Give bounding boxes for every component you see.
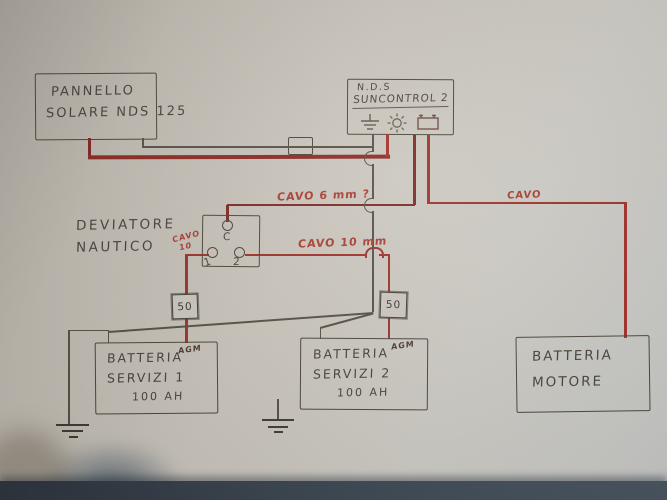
wire-panel-positive-main (87, 154, 390, 159)
wire-negative-bus-b (372, 164, 374, 198)
switch-terminal-2 (234, 247, 245, 258)
wire-ground1-drop (68, 330, 70, 425)
wire-motor-horizontal (428, 201, 626, 204)
ground2-icon (262, 419, 294, 421)
switch-terminal-common (222, 220, 233, 231)
battery1-line3: 100 AH (131, 389, 185, 404)
table-edge (0, 481, 667, 500)
ground2-icon-bar2 (268, 425, 288, 428)
switch-terminal-2-label: 2 (232, 255, 242, 269)
wire-battery1-negative-stub (107, 330, 110, 343)
battery-icon (417, 114, 439, 130)
wire-cavo10-horizontal-b (379, 253, 390, 256)
battery1-line2: SERVIZI 1 (106, 369, 186, 386)
selector-label-1: DEVIATORE (75, 216, 176, 234)
cable-label-6mm: CAVO 6 mm ? (276, 187, 371, 204)
wire-motor-drop (624, 202, 627, 338)
battery2-line2: SERVIZI 2 (312, 365, 392, 382)
wire-cavo10-horizontal-a (245, 253, 366, 256)
wire-negative-diagonal-long (107, 311, 374, 333)
wire-battery1-negative-horizontal (68, 329, 109, 332)
controller-icons (361, 113, 439, 133)
wire-controller-pv-in (386, 134, 389, 157)
battery-motor-line1: BATTERIA (531, 347, 614, 365)
ground1-icon (56, 424, 89, 426)
fuse1: 50 (171, 293, 199, 320)
wire-cavo10-hop (365, 246, 384, 258)
wire-cavo6-switch-drop (226, 205, 229, 222)
wire-cavo6-controller-drop (413, 135, 416, 205)
cable-label-battery1-b: 10 (178, 240, 193, 253)
controller-label-2: SUNCONTROL 2 (352, 91, 450, 110)
wire-terminal1-horizontal (186, 253, 209, 256)
solar-panel-label-1: PANNELLO (50, 83, 136, 100)
ground1-icon-bar3 (69, 436, 78, 438)
switch-terminal-1 (207, 247, 218, 258)
cable-label-motor: CAVO (506, 189, 542, 202)
wire-panel-negative-horizontal (142, 146, 373, 148)
wire-panel-positive-drop (87, 138, 91, 157)
ground1-icon-bar2 (62, 430, 83, 432)
wire-motor-controller-drop (427, 135, 430, 204)
wire-cavo6-horizontal (227, 203, 415, 206)
wire-negative-hop-1 (364, 151, 374, 166)
wire-battery2-negative-stub (319, 327, 322, 339)
wire-negative-bus-a (372, 134, 374, 151)
battery-motor-line2: MOTORE (531, 373, 604, 391)
controller-label-1: N.D.S (356, 81, 392, 94)
selector-label-2: NAUTICO (75, 238, 156, 256)
ground2-icon-bar3 (274, 431, 283, 433)
wire-negative-hop-2 (364, 198, 374, 213)
battery2-line3: 100 AH (336, 385, 390, 400)
switch-terminal-common-label: C (222, 230, 233, 244)
fuse2: 50 (379, 291, 408, 319)
battery2-line1: BATTERIA (312, 345, 390, 362)
battery1-line1: BATTERIA (106, 349, 184, 366)
sun-icon (387, 113, 407, 133)
solar-input-icon (361, 114, 379, 130)
wire-negative-bus-c (372, 211, 374, 312)
solar-panel-label-2: SOLARE NDS 125 (45, 103, 188, 122)
wire-panel-negative-drop (142, 138, 144, 147)
wire-ground2-drop (277, 399, 279, 420)
